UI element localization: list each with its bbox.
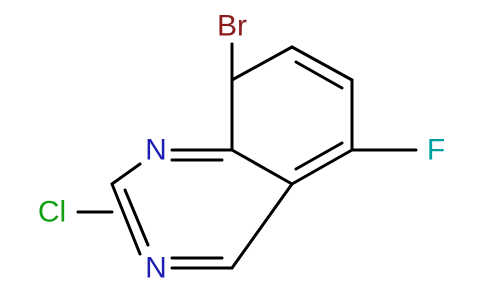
bond-c5-c4a (290, 148, 354, 186)
atom-n1-label: N (145, 134, 167, 167)
bond-c2-n3 (110, 182, 142, 256)
bond-c7-c6-inner (294, 60, 344, 90)
bond-c4-c4a (230, 182, 294, 270)
bond-c4a-c8a (230, 148, 294, 186)
atom-n3-label: N (145, 252, 167, 285)
bond-n1-c2 (110, 162, 142, 186)
atom-br-label: Br (217, 10, 247, 43)
atom-cl-label: Cl (38, 196, 66, 229)
atom-f-label: F (427, 134, 445, 167)
bond-c7-c6 (290, 45, 354, 82)
bond-c2-n3-inner (123, 188, 150, 247)
bond-c8-c7 (230, 45, 294, 82)
bond-c5-c4a-inner (294, 141, 344, 171)
